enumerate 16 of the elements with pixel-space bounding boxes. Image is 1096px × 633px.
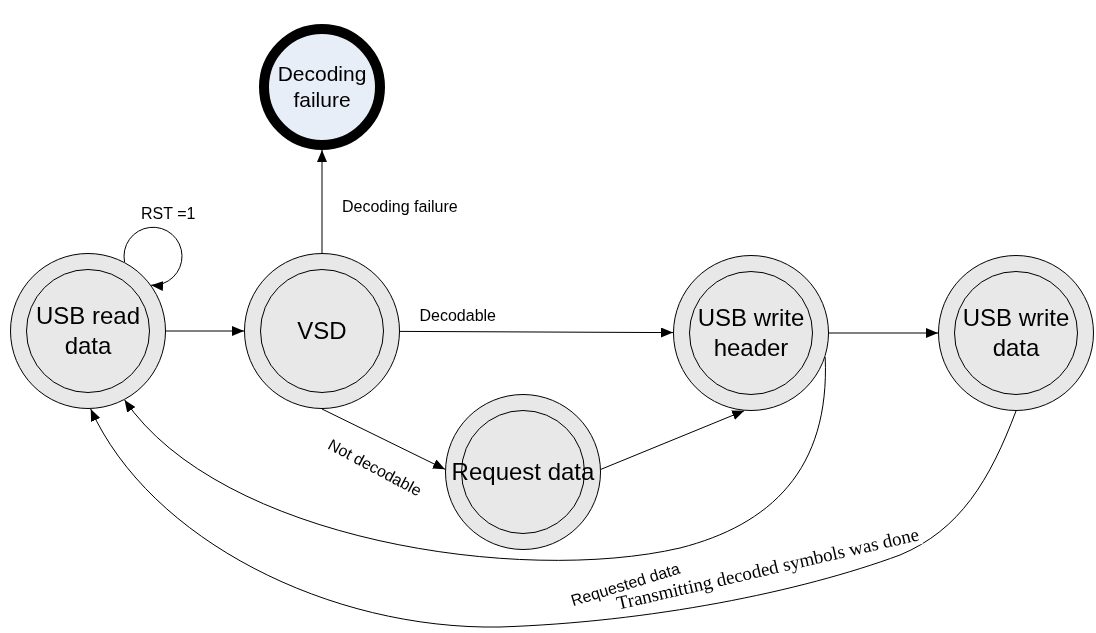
transition-arrow — [828, 328, 939, 338]
transition-arrow — [321, 408, 446, 470]
transition-arrow — [317, 149, 327, 254]
transition-arrow — [399, 327, 674, 338]
transition-arrow — [165, 326, 245, 336]
state-label: Decoding failure — [276, 61, 368, 113]
state-label: VSD — [296, 316, 348, 346]
transition-arrow — [90, 408, 1017, 628]
transition-arrow — [600, 410, 745, 470]
transition-arrow — [124, 356, 826, 561]
state-label: Request data — [450, 457, 596, 487]
transition-arrow — [123, 226, 183, 291]
state-label: USB read data — [34, 301, 142, 361]
edge-label: Decoding failure — [340, 198, 460, 216]
state-label: USB write data — [961, 303, 1071, 363]
state-label: USB write header — [696, 303, 806, 363]
